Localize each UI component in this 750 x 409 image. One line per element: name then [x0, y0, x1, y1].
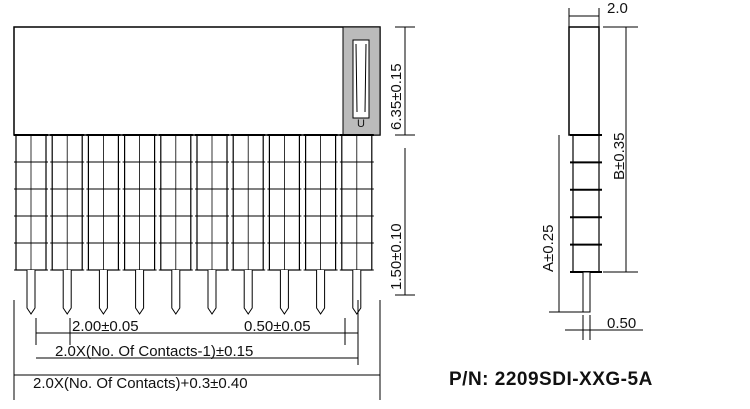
dim-overall-length: 2.0X(No. Of Contacts)+0.3±0.40	[33, 375, 248, 392]
dim-side-pin: 0.50	[607, 315, 636, 332]
contact-pin	[62, 270, 72, 315]
contact-pin	[26, 270, 36, 315]
dim-b: B±0.35	[611, 133, 628, 180]
side-dimensions	[549, 8, 643, 340]
front-dimensions	[13, 26, 415, 400]
contact-pin	[243, 270, 253, 315]
header-body	[13, 26, 381, 136]
contact-pin	[279, 270, 289, 315]
contact-stack	[158, 134, 193, 271]
part-number: P/N: 2209SDI-XXG-5A	[449, 369, 653, 390]
contact-pin	[135, 270, 145, 315]
contact-stack	[50, 134, 85, 271]
contact-stack	[14, 134, 48, 271]
dim-side-width: 2.0	[607, 0, 628, 17]
contact-stack	[303, 134, 338, 271]
slot-label: U	[357, 118, 365, 130]
front-view: U	[13, 26, 381, 315]
contact-pin	[171, 270, 181, 315]
contact-stack-row	[14, 134, 374, 271]
dim-pin-width: 0.50±0.05	[244, 318, 311, 335]
dim-header-height: 6.35±0.15	[388, 63, 405, 130]
pin-row	[26, 270, 362, 315]
dim-row-span: 2.0X(No. Of Contacts-1)±0.15	[55, 343, 253, 360]
contact-pin	[316, 270, 326, 315]
contact-stack	[231, 134, 266, 271]
contact-stack	[267, 134, 302, 271]
dim-pitch: 2.00±0.05	[72, 318, 139, 335]
side-housing	[572, 134, 600, 273]
contact-pin	[207, 270, 217, 315]
side-pin	[582, 271, 591, 313]
contact-spring	[352, 39, 370, 119]
contact-stack	[122, 134, 157, 271]
contact-pin	[352, 270, 362, 315]
side-view	[568, 26, 602, 313]
contact-stack	[339, 134, 374, 271]
contact-pin	[98, 270, 108, 315]
contact-stack	[86, 134, 121, 271]
dim-a: A±0.25	[540, 225, 557, 272]
side-body	[568, 26, 600, 136]
dim-contact-height: 1.50±0.10	[388, 223, 405, 290]
side-contact-stack	[570, 134, 602, 273]
contact-stack	[195, 134, 229, 271]
